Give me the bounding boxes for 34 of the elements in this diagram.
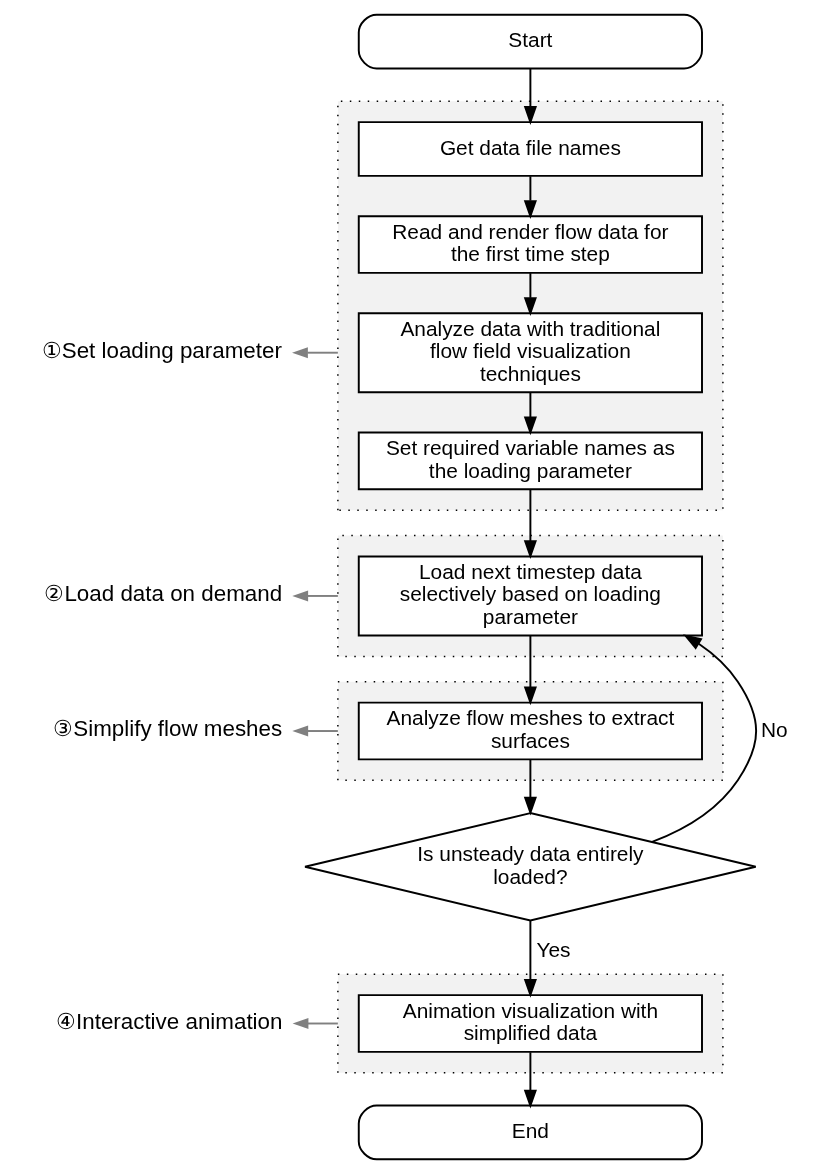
arrow bbox=[292, 590, 339, 602]
arrow bbox=[523, 67, 537, 125]
node-diamond: Is unsteady data entirely loaded? bbox=[304, 812, 757, 922]
node-text: ③Simplify flow meshes bbox=[53, 716, 283, 742]
cluster bbox=[337, 681, 724, 781]
arrow bbox=[523, 391, 537, 436]
node-box: Analyze data with traditional flow field visualization techniques bbox=[357, 312, 703, 394]
node-box: Get data file names bbox=[357, 121, 703, 177]
arrow bbox=[523, 175, 537, 220]
node-text: ①Set loading parameter bbox=[41, 337, 282, 363]
cluster bbox=[337, 973, 724, 1074]
arrow bbox=[523, 272, 537, 317]
arrow bbox=[292, 725, 339, 737]
arrow bbox=[523, 488, 537, 560]
arrow bbox=[292, 347, 339, 359]
node-box: Read and render flow data for the first time step bbox=[357, 215, 703, 274]
node-box: Animation visualization with simplified data bbox=[357, 994, 703, 1053]
cluster bbox=[337, 534, 724, 658]
arrow bbox=[523, 919, 537, 998]
node-box: End bbox=[357, 1104, 703, 1161]
cluster bbox=[337, 100, 724, 511]
node-box: Start bbox=[357, 13, 703, 70]
arrow bbox=[523, 758, 537, 816]
edge-label: No bbox=[761, 717, 788, 741]
node-text: ④Interactive animation bbox=[56, 1008, 283, 1034]
arrow bbox=[523, 1051, 537, 1109]
arrow bbox=[523, 634, 537, 706]
arrow bbox=[651, 634, 758, 843]
arrow bbox=[292, 1017, 339, 1030]
edge-label: Yes bbox=[536, 937, 571, 961]
node-box: Analyze flow meshes to extract surfaces bbox=[357, 701, 703, 761]
node-text: ②Load data on demand bbox=[44, 581, 283, 607]
node-box: Load next timestep data selectively based on loading parameter bbox=[357, 555, 703, 637]
node-box: Set required variable names as the loading parameter bbox=[357, 431, 703, 491]
